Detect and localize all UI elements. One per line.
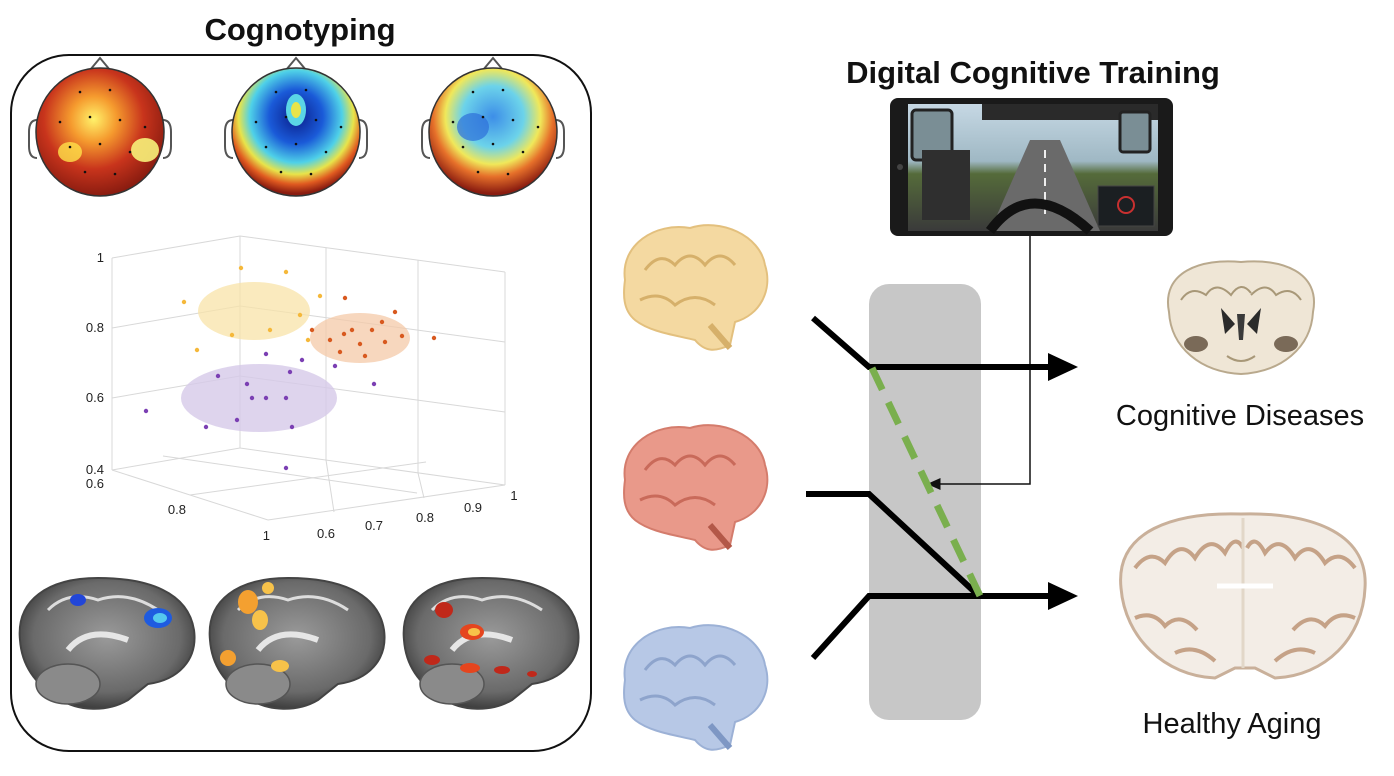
cluster-points-orange	[309, 295, 437, 359]
cluster-ellipse-purple	[181, 364, 337, 432]
arrowhead-aging	[1048, 582, 1078, 610]
tablet-driving-game-icon	[890, 98, 1173, 236]
training-trajectory-dashed	[868, 366, 985, 600]
cluster-points-purple	[143, 351, 377, 471]
training-feedback-arrow	[927, 236, 1031, 490]
z-tick: 0.8	[86, 320, 104, 335]
arrowhead-diseases	[1048, 353, 1078, 381]
y-tick: 0.7	[365, 518, 383, 533]
cognotyping-title: Cognotyping	[204, 12, 395, 47]
healthy-aging-label: Healthy Aging	[1143, 708, 1322, 740]
cognitive-diseases-label: Cognitive Diseases	[1116, 400, 1364, 432]
z-tick: 1	[97, 250, 104, 265]
digital-training-title: Digital Cognitive Training	[846, 55, 1220, 90]
trajectory-lines	[806, 315, 1048, 661]
eeg-topomap-icon	[28, 56, 565, 197]
z-tick: 0.4	[86, 462, 104, 477]
cluster-ellipse-orange	[310, 313, 410, 363]
training-bar	[869, 284, 981, 720]
brain-icon	[623, 224, 769, 751]
coronal-brain-section-icon	[1119, 512, 1367, 680]
y-tick: 1	[510, 488, 517, 503]
y-tick: 0.8	[416, 510, 434, 525]
scatter-grid	[111, 235, 506, 521]
x-tick: 0.8	[168, 502, 186, 517]
x-tick: 0.6	[86, 476, 104, 491]
cognotyping-panel-border	[10, 54, 592, 752]
scatter-3d-plot: 1 0.8 0.6 0.4 0.6 0.8 1 0.6 0.7 0.8 0.9 …	[86, 235, 518, 543]
scatter-y-ticks: 0.6 0.7 0.8 0.9 1	[317, 488, 518, 541]
scatter-x-ticks: 0.6 0.8 1	[86, 476, 270, 543]
y-tick: 0.6	[317, 526, 335, 541]
z-tick: 0.6	[86, 390, 104, 405]
mri-sagittal-icon	[18, 576, 580, 710]
coronal-brain-section-icon	[1166, 260, 1316, 376]
cluster-points-yellow	[181, 265, 323, 353]
x-tick: 1	[263, 528, 270, 543]
scatter-z-ticks: 1 0.8 0.6 0.4	[86, 250, 104, 477]
cluster-ellipse-yellow	[198, 282, 310, 340]
y-tick: 0.9	[464, 500, 482, 515]
